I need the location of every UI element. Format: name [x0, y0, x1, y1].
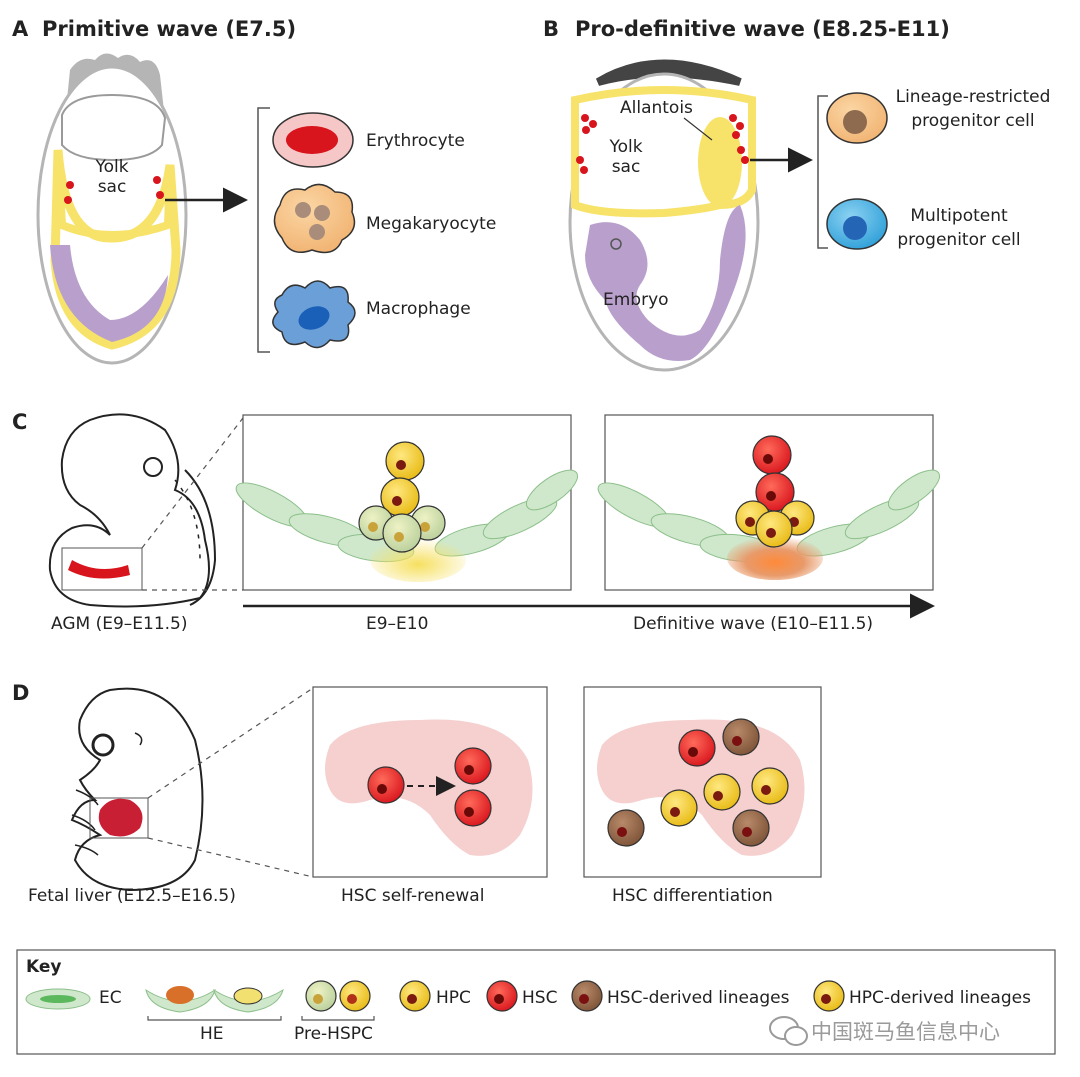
hsc-self-renewal-cells	[367, 747, 492, 827]
agm-cluster-2	[735, 435, 815, 548]
agm-label: AGM (E9–E11.5)	[51, 614, 188, 634]
lineage-restricted-progenitor-icon	[826, 92, 888, 144]
megakaryocyte-icon	[273, 183, 356, 254]
panel-b-title: Pro-definitive wave (E8.25-E11)	[575, 17, 950, 41]
multipotent-progenitor-icon	[826, 198, 888, 250]
lineage-restricted-label: Lineage-restricted progenitor cell	[895, 87, 1051, 131]
key-pre-hspc-label: Pre-HSPC	[294, 1024, 373, 1044]
key-hpc-label: HPC	[436, 988, 471, 1008]
key-hsc-lineage-icon	[571, 980, 603, 1012]
allantois-label: Allantois	[620, 98, 693, 118]
key-hsc-label: HSC	[522, 988, 558, 1008]
stage-e9-e10-label: E9–E10	[366, 614, 429, 634]
panel-b-embryo	[568, 59, 828, 372]
hsc-differentiation-cells	[607, 718, 789, 847]
key-hpc-lineages-label: HPC-derived lineages	[849, 988, 1031, 1008]
key-ec-label: EC	[99, 988, 122, 1008]
self-renewal-label: HSC self-renewal	[341, 886, 485, 906]
multipotent-label: Multipotent progenitor cell	[897, 206, 1021, 250]
embryo-label: Embryo	[603, 290, 669, 310]
macrophage-icon	[272, 280, 356, 349]
key-title: Key	[26, 957, 62, 977]
panel-c-letter: C	[12, 410, 28, 434]
key-pre-hspc-icons	[301, 980, 375, 1021]
key-ec-icon	[25, 988, 91, 1010]
panel-a-yolk-sac: Yolk sac	[95, 157, 129, 197]
panel-b-yolk-sac: Yolk sac	[609, 137, 643, 177]
differentiation-label: HSC differentiation	[612, 886, 773, 906]
erythrocyte-label: Erythrocyte	[366, 131, 465, 151]
panel-a-title: Primitive wave (E7.5)	[42, 17, 297, 41]
definitive-wave-label: Definitive wave (E10–E11.5)	[633, 614, 874, 634]
key-hsc-icon	[486, 980, 518, 1012]
key-he-icons	[145, 986, 284, 1021]
panel-a-letter: A	[12, 17, 29, 41]
watermark-text: 中国斑马鱼信息中心	[811, 1020, 1000, 1044]
agm-endothelium-2	[597, 469, 941, 580]
erythrocyte-icon	[272, 112, 354, 168]
panel-d-fetal-embryo	[70, 687, 314, 892]
panel-c-agm-embryo	[48, 413, 244, 608]
agm-cluster-1	[358, 441, 446, 553]
megakaryocyte-label: Megakaryocyte	[366, 214, 497, 234]
watermark-logo-icon	[769, 1016, 808, 1046]
key-hpc-lineage-icon	[813, 980, 845, 1012]
key-hpc-icon	[399, 980, 431, 1012]
panel-a-embryo	[36, 53, 270, 365]
key-he-label: HE	[200, 1024, 224, 1044]
panel-b-letter: B	[543, 17, 560, 41]
macrophage-label: Macrophage	[366, 299, 471, 319]
fetal-liver-label: Fetal liver (E12.5–E16.5)	[28, 886, 236, 906]
key-hsc-lineages-label: HSC-derived lineages	[607, 988, 790, 1008]
panel-d-letter: D	[12, 681, 30, 705]
